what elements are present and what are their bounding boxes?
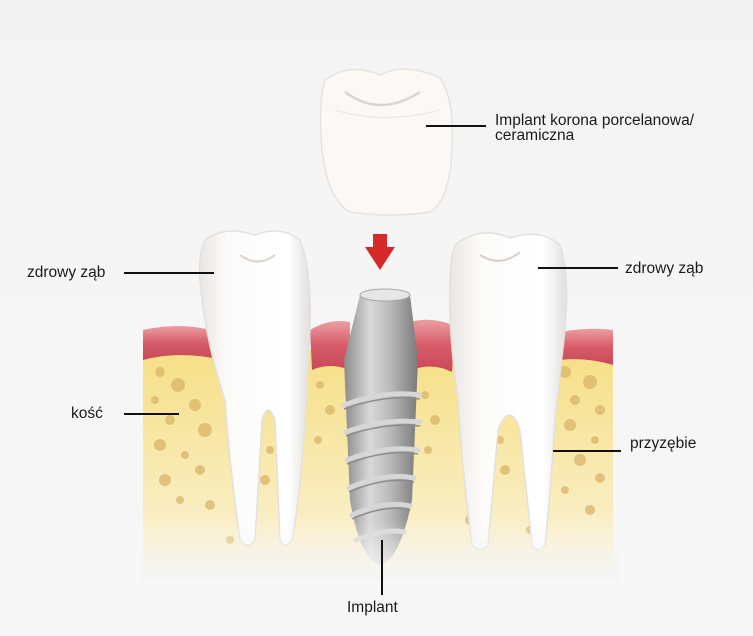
tooth-left xyxy=(198,230,312,546)
tooth-left-label: zdrowy ząb xyxy=(27,264,106,281)
arrow-down-icon xyxy=(365,234,395,270)
implant-leader-line xyxy=(381,540,383,595)
crown-label: Implant korona porcelanowa/ ceramiczna xyxy=(495,112,695,144)
tooth-right-label: zdrowy ząb xyxy=(625,260,704,277)
gum-leader-line xyxy=(553,450,621,452)
gum-label: przyzębie xyxy=(630,435,697,452)
bone-leader-line xyxy=(124,413,179,415)
crown xyxy=(319,68,454,216)
gum xyxy=(143,319,613,372)
implant-label: Implant xyxy=(347,599,398,616)
tooth-right-leader-line xyxy=(538,267,618,269)
tooth-right xyxy=(448,232,568,551)
implant xyxy=(341,288,423,565)
bone-label: kość xyxy=(71,405,103,422)
tooth-left-leader-line xyxy=(124,272,214,274)
crown-leader-line xyxy=(426,125,486,127)
